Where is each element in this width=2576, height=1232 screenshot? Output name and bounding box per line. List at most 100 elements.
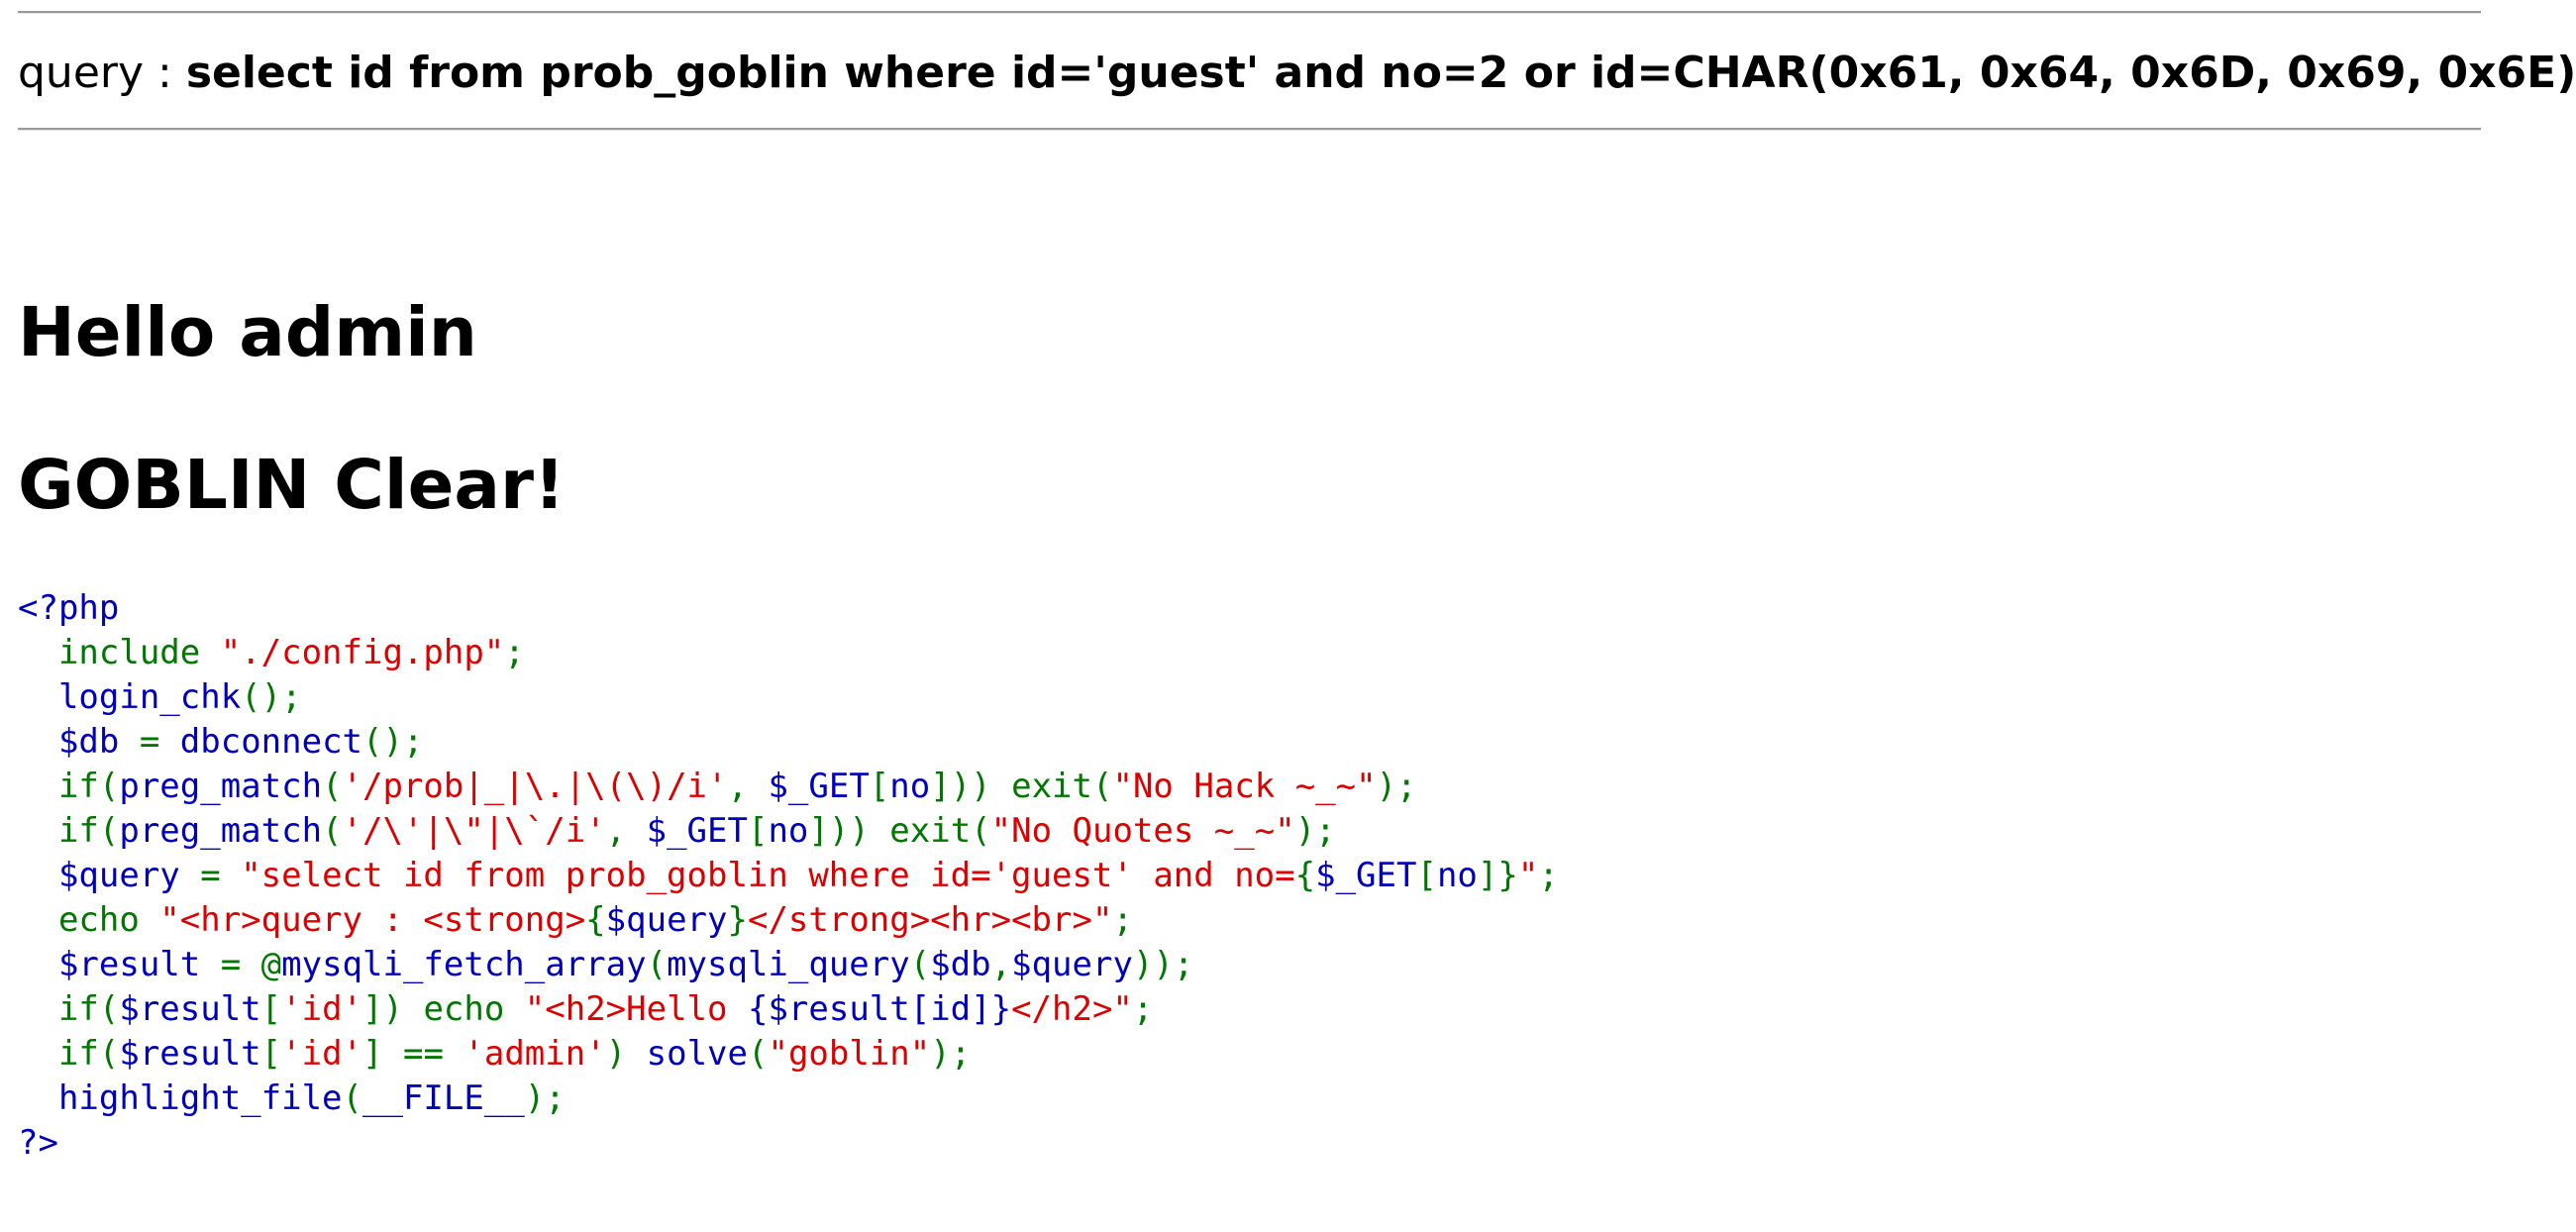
code-token: </strong><hr><br>" [747, 900, 1113, 940]
code-token: ; [504, 633, 525, 672]
code-token: if( [18, 767, 120, 806]
code-token: $_GET [646, 811, 748, 851]
code-token: "<hr>query : <strong> [159, 900, 586, 940]
code-token: $_GET [768, 767, 870, 806]
code-token: ) [605, 1034, 647, 1074]
code-token: if( [18, 989, 120, 1029]
code-line: if($result['id'] == 'admin') solve("gobl… [18, 1032, 1559, 1077]
code-token: [ [747, 811, 769, 851]
code-line: if(preg_match('/prob|_|\.|\(\)/i', $_GET… [18, 765, 1559, 809]
code-token: $db [18, 722, 140, 762]
code-token: no [889, 767, 931, 806]
code-token: = [139, 722, 180, 762]
code-token: = @ [220, 945, 282, 984]
code-token: , [605, 811, 647, 851]
code-token: if( [18, 1034, 120, 1074]
code-line: if(preg_match('/\'|\"|\`/i', $_GET[no]))… [18, 809, 1559, 854]
code-line: highlight_file(__FILE__); [18, 1077, 1559, 1121]
code-line: $db = dbconnect(); [18, 720, 1559, 765]
code-token: ; [1132, 989, 1154, 1029]
query-text: select id from prob_goblin where id='gue… [185, 48, 2576, 98]
code-token: ); [930, 1034, 972, 1074]
code-line: login_chk(); [18, 675, 1559, 720]
top-horizontal-rule [18, 11, 2481, 14]
code-token: "No Quotes ~_~" [990, 811, 1295, 851]
code-token: ); [524, 1078, 566, 1118]
code-token: } [727, 900, 748, 940]
code-line: ?> [18, 1121, 1559, 1166]
code-token: highlight_file [18, 1078, 343, 1118]
code-token: 'id' [281, 1034, 363, 1074]
code-token: ; [1538, 856, 1559, 895]
clear-heading: GOBLIN Clear! [18, 446, 566, 525]
code-token: , [727, 767, 769, 806]
hello-heading: Hello admin [18, 293, 477, 372]
code-token: if( [18, 811, 120, 851]
code-token: {$result[id]} [747, 989, 1012, 1029]
code-token: = [200, 856, 242, 895]
code-token: <?php [18, 588, 120, 628]
code-token: no [768, 811, 809, 851]
code-token: $result [119, 989, 261, 1029]
code-token: dbconnect [179, 722, 363, 762]
code-token: no [1436, 856, 1478, 895]
code-token: $query [1011, 945, 1133, 984]
highlighted-source-code: <?php include "./config.php"; login_chk(… [18, 586, 1559, 1166]
code-token: login_chk [18, 677, 242, 717]
code-token: (); [241, 677, 302, 717]
code-token: mysqli_fetch_array [281, 945, 647, 984]
code-token: $query [18, 856, 201, 895]
code-line: if($result['id']) echo "<h2>Hello {$resu… [18, 987, 1559, 1032]
code-token: ( [322, 767, 343, 806]
code-token: </h2>" [1011, 989, 1133, 1029]
code-token: "No Hack ~_~" [1112, 767, 1377, 806]
code-token: __FILE__ [362, 1078, 525, 1118]
code-line: $result = @mysqli_fetch_array(mysqli_que… [18, 943, 1559, 987]
code-token: '/prob|_|\.|\(\)/i' [342, 767, 728, 806]
code-line: <?php [18, 586, 1559, 631]
code-line: $query = "select id from prob_goblin whe… [18, 854, 1559, 898]
code-token: ( [342, 1078, 362, 1118]
code-token: "<h2>Hello [524, 989, 748, 1029]
code-token: [ [260, 1034, 282, 1074]
code-token: , [990, 945, 1012, 984]
code-token: [ [869, 767, 890, 806]
code-token: ])) exit( [930, 767, 1113, 806]
code-token: ( [646, 945, 668, 984]
code-token: ]) echo [362, 989, 525, 1029]
code-token: ); [1294, 811, 1336, 851]
code-line: echo "<hr>query : <strong>{$query}</stro… [18, 898, 1559, 943]
code-token: preg_match [119, 811, 323, 851]
code-line: include "./config.php"; [18, 631, 1559, 675]
code-token: solve [646, 1034, 748, 1074]
code-token: " [1517, 856, 1539, 895]
code-token: )); [1132, 945, 1194, 984]
code-token: { [585, 900, 606, 940]
code-token: ] == [362, 1034, 464, 1074]
code-token: preg_match [119, 767, 323, 806]
code-token: "goblin" [768, 1034, 931, 1074]
code-token: ])) exit( [808, 811, 991, 851]
code-token: [ [1416, 856, 1437, 895]
code-token: ( [909, 945, 931, 984]
code-token: ( [322, 811, 343, 851]
code-token: "select id from prob_goblin where id='gu… [241, 856, 1295, 895]
code-token: ); [1376, 767, 1417, 806]
code-token: $_GET [1315, 856, 1417, 895]
code-token: $db [930, 945, 991, 984]
code-token: 'id' [281, 989, 363, 1029]
code-token: ]} [1477, 856, 1518, 895]
code-token: $result [18, 945, 221, 984]
query-label: query : [18, 48, 186, 98]
code-token: 'admin' [464, 1034, 606, 1074]
code-token: "./config.php" [220, 633, 505, 672]
bottom-horizontal-rule [18, 128, 2481, 131]
code-token: include [18, 633, 221, 672]
code-token: [ [260, 989, 282, 1029]
code-token: ?> [18, 1123, 58, 1163]
code-token: $result [119, 1034, 261, 1074]
code-token: ; [1112, 900, 1133, 940]
code-token: echo [18, 900, 160, 940]
code-token: { [1294, 856, 1316, 895]
code-token: (); [362, 722, 424, 762]
